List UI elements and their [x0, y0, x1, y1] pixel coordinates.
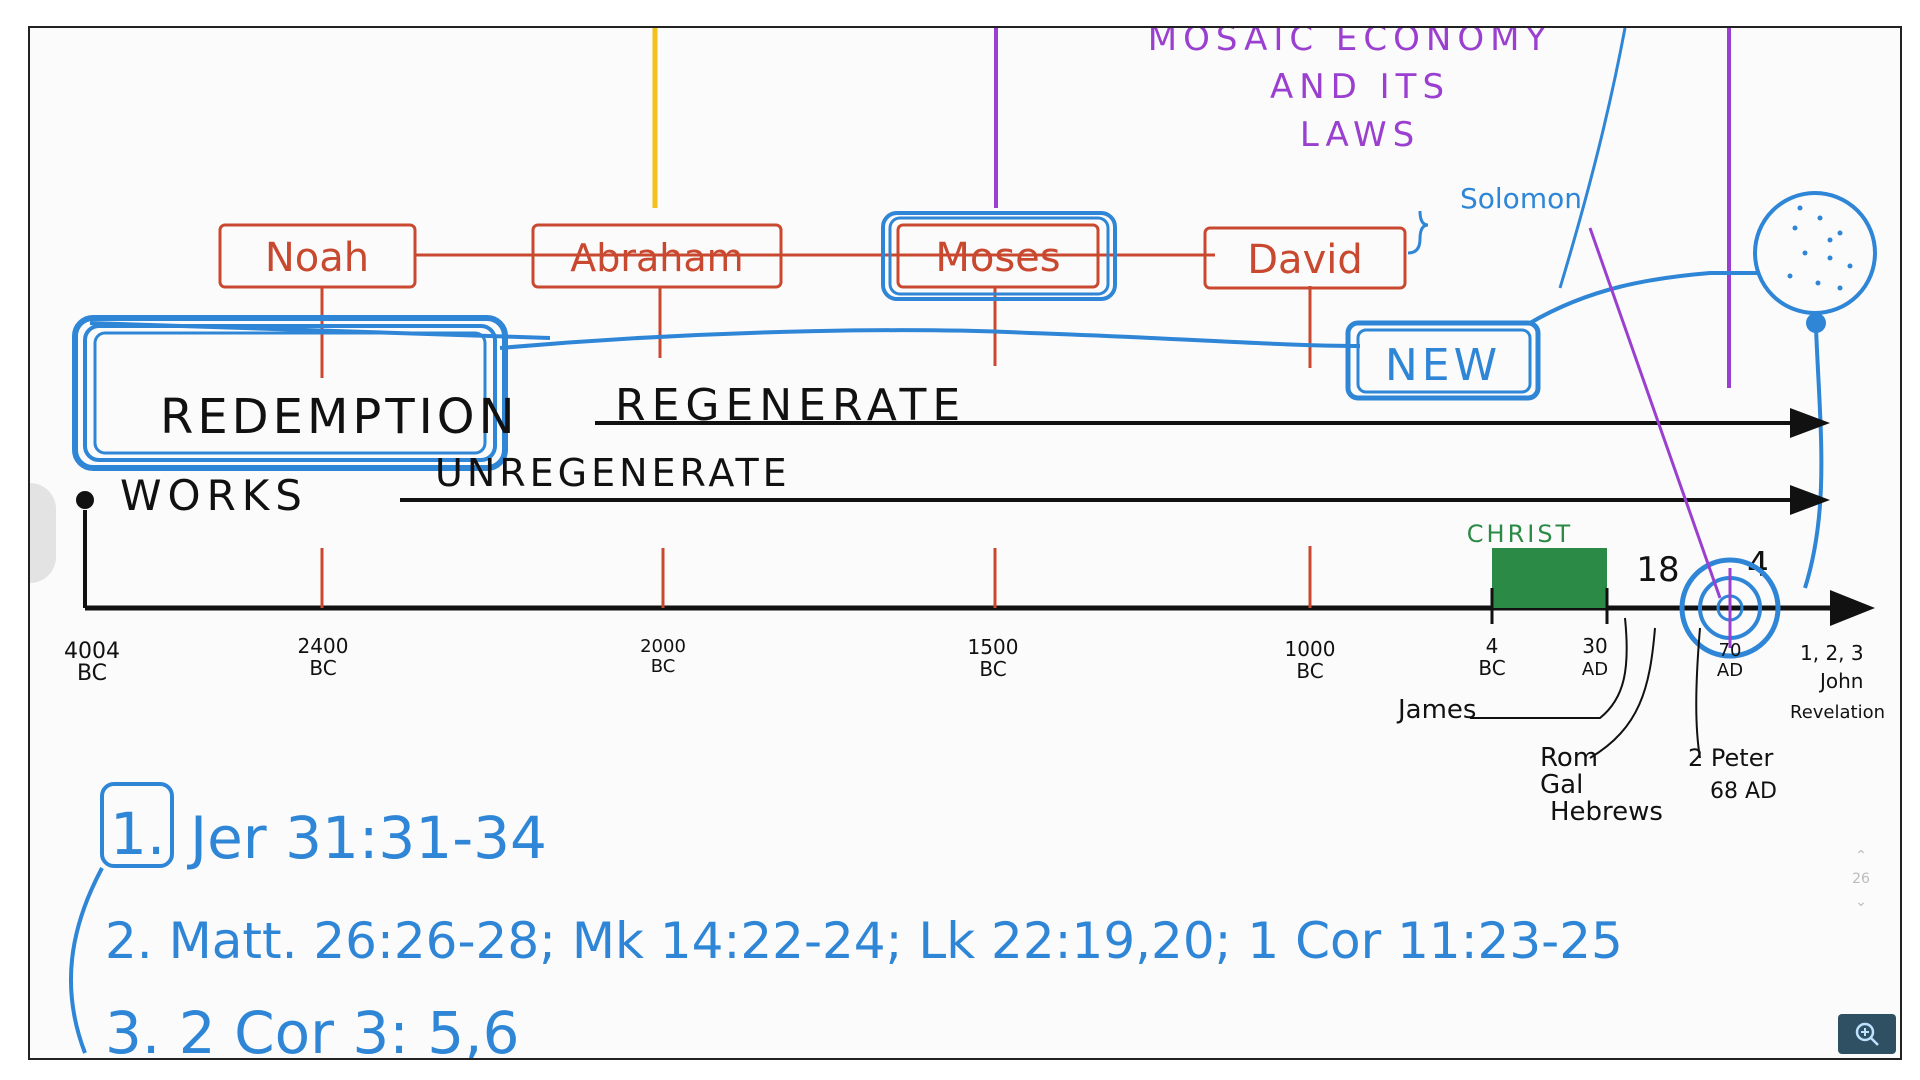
redemption-label: REDEMPTION — [160, 389, 519, 445]
kingdom-circle — [1753, 191, 1877, 315]
abraham-box — [531, 223, 783, 289]
ad70-circle-outer — [1679, 557, 1781, 659]
redemption-highlight — [72, 315, 508, 471]
new-to-circle-line — [1528, 271, 1760, 325]
rom-label: Rom — [1540, 743, 1598, 773]
moses-highlight — [881, 211, 1117, 301]
axis-label-4bc: 4 BC — [1478, 634, 1505, 680]
works-label: WORKS — [120, 471, 308, 520]
axis-label-1500-top: 1500 — [968, 635, 1019, 659]
axis-label-1000-top: 1000 — [1285, 637, 1336, 661]
mosaic-economy-line2: AND ITS — [1270, 67, 1450, 107]
redemption-highlight-3 — [93, 331, 487, 455]
new-covenant-box — [1345, 320, 1541, 401]
axis-label-1000: 1000 BC — [1285, 637, 1336, 683]
axis-label-70ad-top: 70 — [1719, 640, 1742, 661]
axis-label-4004-top: 4004 — [64, 639, 120, 664]
page-scroller[interactable]: ⌃ 26 ⌄ — [1846, 848, 1876, 1008]
noah-box — [218, 223, 417, 289]
circle-stem-knob — [1806, 313, 1826, 333]
unregenerate-arrowhead — [1790, 485, 1830, 515]
revelation-label: Revelation — [1790, 702, 1885, 723]
chevron-up-icon[interactable]: ⌃ — [1855, 848, 1867, 864]
axis-label-2400-top: 2400 — [298, 634, 349, 658]
axis-label-70ad: 70 AD — [1717, 640, 1743, 681]
david-label: David — [1247, 237, 1363, 283]
new-label: NEW — [1385, 340, 1501, 391]
covenant-sweep-line — [499, 328, 1361, 350]
gal-label: Gal — [1540, 770, 1583, 800]
axis-label-4004-bottom: BC — [77, 661, 107, 686]
whiteboard-canvas: MOSAIC ECONOMY AND ITS LAWS Noah Abraham… — [28, 26, 1902, 1060]
circle-stem-line — [1803, 327, 1824, 589]
axis-label-2000: 2000 BC — [640, 636, 686, 677]
moses-label: Moses — [935, 235, 1060, 281]
references-bracket — [68, 867, 104, 1054]
axis-label-30ad-bottom: AD — [1582, 659, 1608, 680]
john-numbers: 1, 2, 3 — [1800, 641, 1864, 665]
side-panel-handle[interactable] — [30, 483, 56, 583]
ref1-text: Jer 31:31-34 — [187, 804, 547, 872]
abraham-label: Abraham — [570, 236, 743, 280]
james-leader — [1470, 617, 1628, 719]
redemption-highlight-2 — [83, 324, 497, 462]
ref1-box — [100, 782, 174, 868]
count-18: 18 — [1636, 550, 1679, 590]
axis-label-30ad: 30 AD — [1582, 634, 1608, 680]
axis-label-4004: 4004 BC — [64, 639, 120, 686]
moses-highlight-inner — [888, 216, 1110, 296]
christ-life-block — [1492, 548, 1607, 608]
new-covenant-box-inner — [1356, 328, 1532, 394]
timeline-diagram: MOSAIC ECONOMY AND ITS LAWS Noah Abraham… — [64, 28, 1885, 1058]
peter-label: 2 Peter — [1688, 744, 1773, 772]
kingdom-circle-dots — [1787, 205, 1853, 291]
rom-leader — [1589, 627, 1656, 759]
peter-leader — [1695, 627, 1701, 759]
unregenerate-label: UNREGENERATE — [435, 451, 791, 495]
moses-box — [896, 223, 1100, 289]
works-start-dot — [76, 491, 94, 509]
axis-label-4bc-top: 4 — [1486, 634, 1499, 658]
solomon-label: Solomon — [1460, 182, 1582, 215]
chevron-down-icon[interactable]: ⌄ — [1855, 893, 1867, 910]
david-box — [1203, 226, 1407, 290]
ref3-text: 3. 2 Cor 3: 5,6 — [105, 999, 520, 1058]
ref1-number: 1. — [110, 800, 165, 868]
john-label: John — [1818, 669, 1864, 693]
regenerate-arrowhead — [1790, 408, 1830, 438]
solomon-to-70ad-line — [1588, 227, 1722, 599]
zoom-in-icon — [1855, 1022, 1879, 1046]
axis-label-2000-bottom: BC — [651, 656, 676, 677]
axis-label-1000-bottom: BC — [1296, 659, 1323, 683]
axis-label-70ad-bottom: AD — [1717, 660, 1743, 681]
axis-label-30ad-top: 30 — [1582, 634, 1607, 658]
page-indicator: 26 — [1852, 870, 1870, 887]
axis-label-4bc-bottom: BC — [1478, 656, 1505, 680]
zoom-button[interactable] — [1838, 1014, 1896, 1054]
mosaic-economy-line1: MOSAIC ECONOMY — [1148, 28, 1552, 59]
ref2-text: 2. Matt. 26:26-28; Mk 14:22-24; Lk 22:19… — [105, 912, 1623, 970]
blue-rise-line — [1558, 28, 1627, 289]
axis-label-2400-bottom: BC — [309, 656, 336, 680]
solomon-brace — [1407, 210, 1429, 255]
axis-label-1500: 1500 BC — [968, 635, 1019, 681]
mosaic-economy-line3: LAWS — [1300, 115, 1420, 155]
redemption-scribble — [89, 321, 551, 340]
christ-label: CHRIST — [1467, 520, 1573, 548]
axis-label-2400: 2400 BC — [298, 634, 349, 680]
hebrews-label: Hebrews — [1550, 797, 1663, 827]
axis-label-1500-bottom: BC — [979, 657, 1006, 681]
james-label: James — [1396, 695, 1476, 725]
timeline-arrowhead — [1830, 590, 1875, 626]
peter-date: 68 AD — [1710, 779, 1777, 804]
axis-label-2000-top: 2000 — [640, 636, 686, 657]
noah-label: Noah — [265, 235, 369, 281]
